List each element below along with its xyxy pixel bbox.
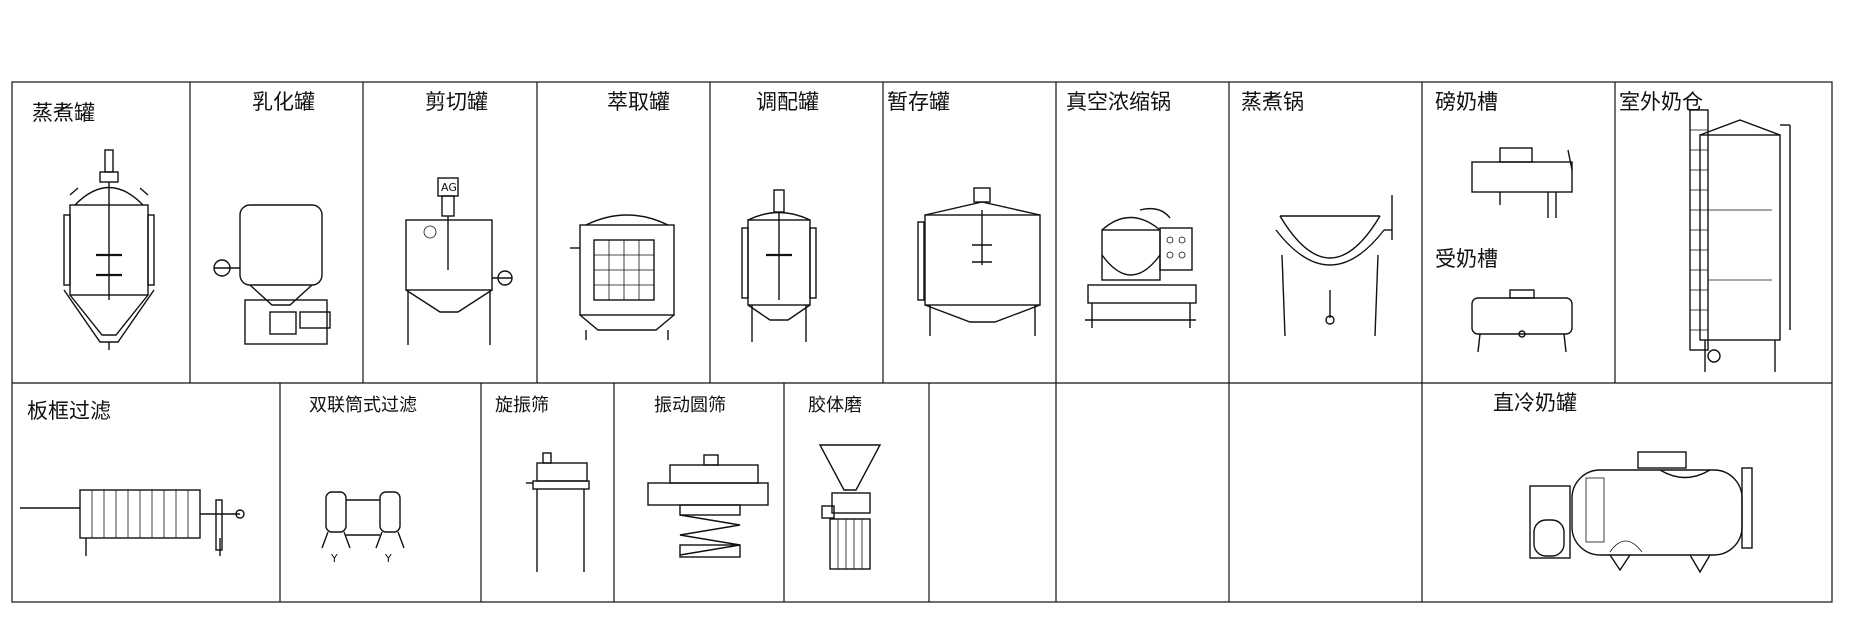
label-vibrating-screen: 振动圆筛: [654, 395, 726, 416]
label-colloid-mill: 胶体磨: [808, 395, 862, 416]
emulsifying-tank-icon: [213, 204, 331, 345]
label-cooking-kettle: 蒸煮锅: [1241, 90, 1304, 114]
vacuum-concentrator-icon: [1085, 207, 1197, 328]
extraction-tank-icon: [570, 214, 675, 340]
shearing-tank-icon: AG: [405, 177, 513, 345]
duplex-cartridge-filter-icon: Y Y: [321, 491, 405, 565]
label-cooking-tank: 蒸煮罐: [32, 101, 95, 125]
table-grid: [11, 81, 1833, 603]
rotary-vibrating-sieve-icon: [526, 452, 590, 572]
milk-receiving-trough-icon: [1471, 289, 1573, 353]
outdoor-milk-silo-icon: [1689, 109, 1791, 372]
label-vacuum-concentrator: 真空浓缩锅: [1066, 90, 1171, 114]
milk-weighing-trough-icon: [1471, 147, 1573, 218]
cooking-kettle-icon: [1275, 195, 1393, 337]
label-duplex-filter: 双联筒式过滤: [309, 395, 417, 416]
storage-tank-icon: [917, 187, 1041, 336]
circular-vibrating-screen-icon: [647, 454, 769, 558]
label-outdoor-milk-silo: 室外奶仓: [1619, 90, 1703, 114]
label-emulsifying-tank: 乳化罐: [252, 90, 315, 114]
direct-cooling-milk-tank-icon: [1529, 451, 1753, 574]
mark-y-right: Y: [384, 552, 392, 565]
mark-y-left: Y: [330, 552, 338, 565]
label-milk-receiving-trough: 受奶槽: [1435, 247, 1498, 271]
plate-frame-filter-icon: [20, 489, 245, 556]
label-storage-tank: 暂存罐: [887, 90, 950, 114]
label-extraction-tank: 萃取罐: [607, 90, 670, 114]
label-shearing-tank: 剪切罐: [425, 90, 488, 114]
label-blending-tank: 调配罐: [756, 90, 819, 114]
colloid-mill-icon: [818, 444, 882, 570]
blending-tank-icon: [741, 189, 817, 342]
tag-ag: AG: [441, 181, 457, 194]
label-milk-weighing-trough: 磅奶槽: [1435, 90, 1498, 114]
label-rotary-sieve: 旋振筛: [495, 395, 549, 416]
cooking-tank-icon: [63, 149, 155, 350]
label-plate-frame-filter: 板框过滤: [27, 399, 111, 423]
label-direct-cooling-tank: 直冷奶罐: [1493, 391, 1577, 415]
